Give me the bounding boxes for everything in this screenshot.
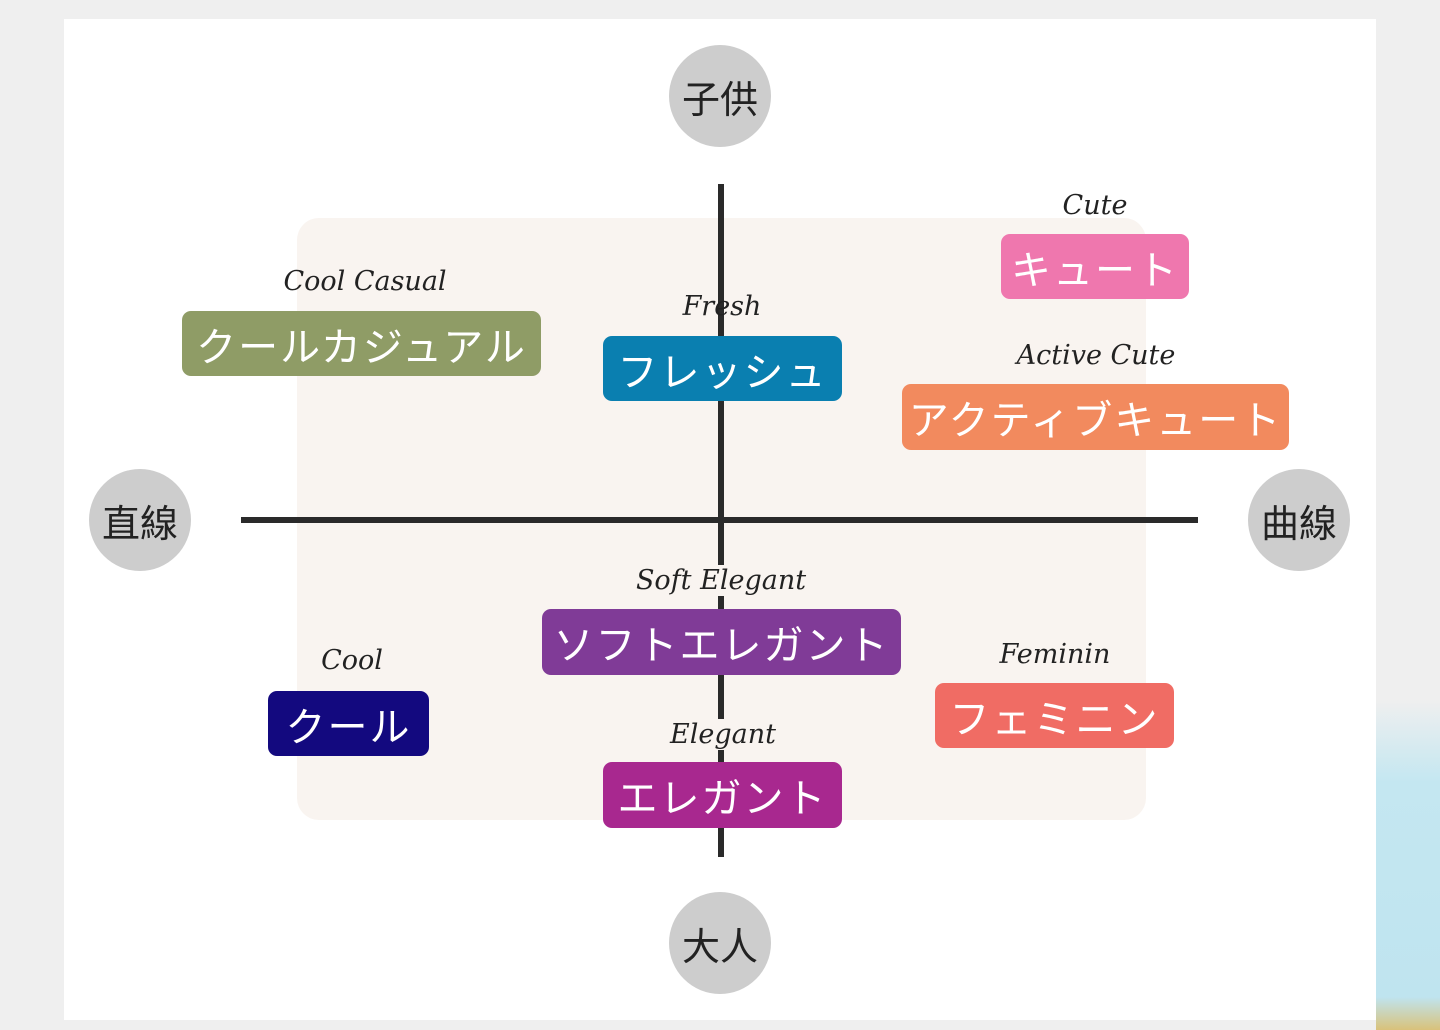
tag-fresh: フレッシュ <box>603 336 842 401</box>
watercolor-decoration <box>1376 700 1440 1030</box>
label-active-cute-en: Active Cute <box>1016 340 1176 371</box>
tag-soft-elegant: ソフトエレガント <box>542 609 901 675</box>
pole-bottom: 大人 <box>669 892 771 994</box>
tag-elegant: エレガント <box>603 762 842 828</box>
label-feminin-en: Feminin <box>999 639 1111 670</box>
label-soft-elegant-en: Soft Elegant <box>626 565 816 596</box>
horizontal-axis <box>241 517 1198 523</box>
pole-top: 子供 <box>669 45 771 147</box>
tag-cute: キュート <box>1001 234 1189 299</box>
label-cool-en: Cool <box>321 645 383 676</box>
pole-left: 直線 <box>89 469 191 571</box>
label-elegant-en: Elegant <box>663 719 783 750</box>
tag-cool: クール <box>268 691 429 756</box>
tag-feminin: フェミニン <box>935 683 1174 748</box>
tag-active-cute: アクティブキュート <box>902 384 1289 450</box>
label-cute-en: Cute <box>1062 190 1128 221</box>
tag-cool-casual: クールカジュアル <box>182 311 541 376</box>
label-fresh-en: Fresh <box>682 291 762 322</box>
pole-right: 曲線 <box>1248 469 1350 571</box>
label-cool-casual-en: Cool Casual <box>283 266 447 297</box>
